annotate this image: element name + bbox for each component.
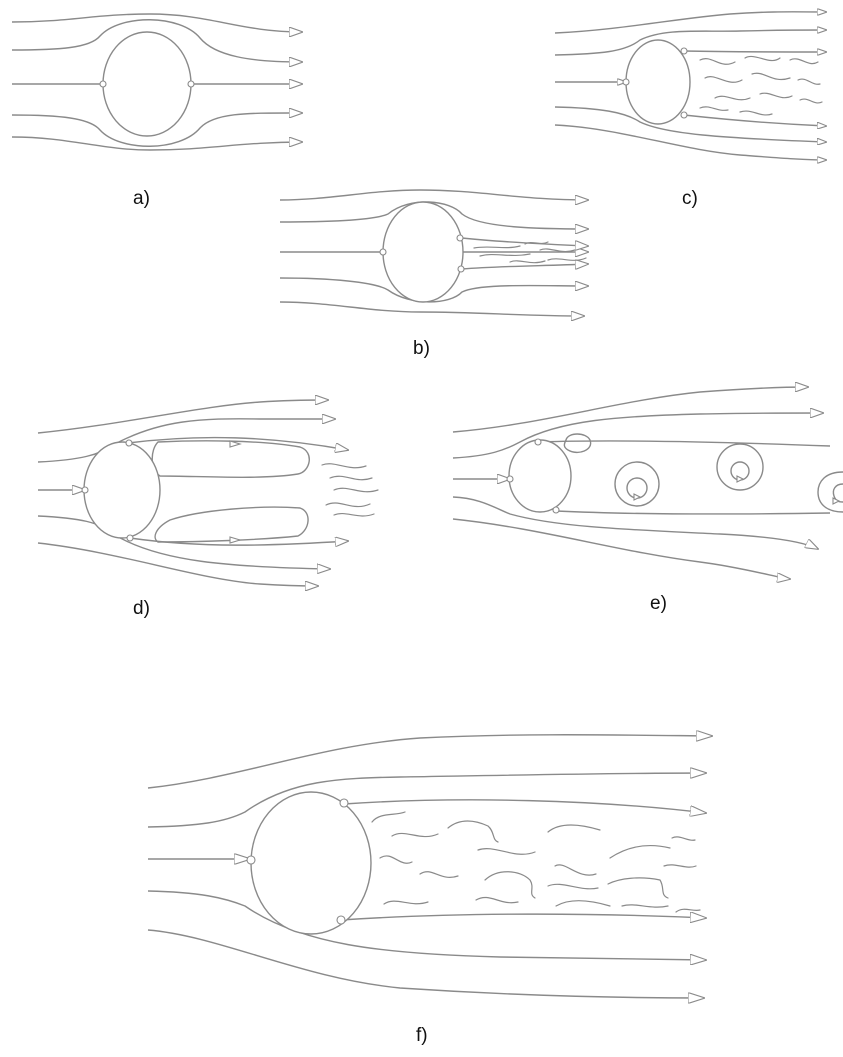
stagnation-point	[82, 487, 88, 493]
panel-a-diagram	[12, 14, 302, 150]
stagnation-point	[380, 249, 386, 255]
panel-d-label: d)	[133, 598, 150, 620]
panel-d-diagram	[38, 400, 378, 586]
cylinder	[103, 32, 191, 136]
panel-f-diagram	[148, 735, 712, 998]
stagnation-point	[507, 476, 513, 482]
panel-e-label: e)	[650, 593, 667, 615]
cylinder	[509, 440, 571, 512]
stagnation-point	[100, 81, 106, 87]
separation-point-upper	[457, 235, 463, 241]
separation-point-lower	[553, 507, 559, 513]
cylinder	[84, 442, 160, 538]
separation-point-lower	[458, 266, 464, 272]
stagnation-point	[247, 856, 255, 864]
separation-point-lower	[681, 112, 687, 118]
stagnation-point	[623, 79, 629, 85]
panel-b-diagram	[280, 190, 588, 316]
panel-c-diagram	[555, 12, 826, 160]
separation-point-lower	[127, 535, 133, 541]
separation-point-upper	[126, 440, 132, 446]
vortex	[615, 462, 659, 506]
rear-stagnation-point	[188, 81, 194, 87]
vortex	[717, 444, 763, 490]
separation-point-upper	[535, 439, 541, 445]
cylinder	[626, 40, 690, 124]
panel-e-diagram	[453, 387, 843, 579]
cylinder	[383, 202, 463, 302]
panel-f-label: f)	[416, 1025, 428, 1047]
panel-a-label: a)	[133, 188, 150, 210]
panel-c-label: c)	[682, 188, 698, 210]
separation-point-upper	[681, 48, 687, 54]
separation-point-upper	[340, 799, 348, 807]
panel-b-label: b)	[413, 338, 430, 360]
separation-point-lower	[337, 916, 345, 924]
cylinder	[251, 792, 371, 934]
